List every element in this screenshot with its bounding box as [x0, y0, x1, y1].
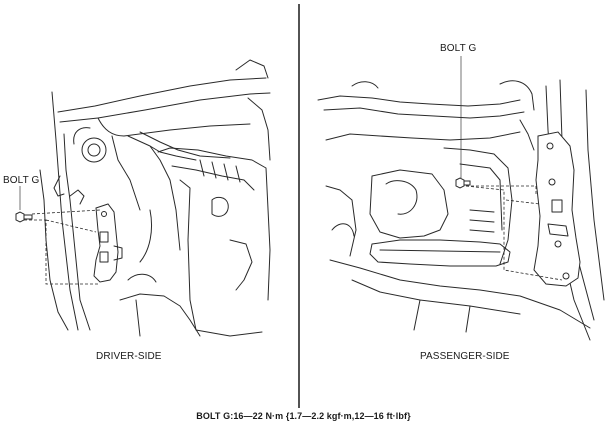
- bolt-g-driver-icon: [15, 211, 33, 223]
- bolt-g-driver-label: BOLT G: [3, 175, 40, 186]
- driver-side-illustration: [15, 59, 271, 337]
- bolt-g-passenger-icon: [455, 177, 471, 189]
- bolt-g-passenger-label: BOLT G: [440, 43, 477, 54]
- passenger-side-caption: PASSENGER-SIDE: [420, 351, 510, 362]
- driver-side-caption: DRIVER-SIDE: [96, 351, 162, 362]
- passenger-side-illustration: [317, 56, 605, 341]
- torque-spec-caption: BOLT G:16—22 N·m {1.7—2.2 kgf·m,12—16 ft…: [196, 411, 411, 421]
